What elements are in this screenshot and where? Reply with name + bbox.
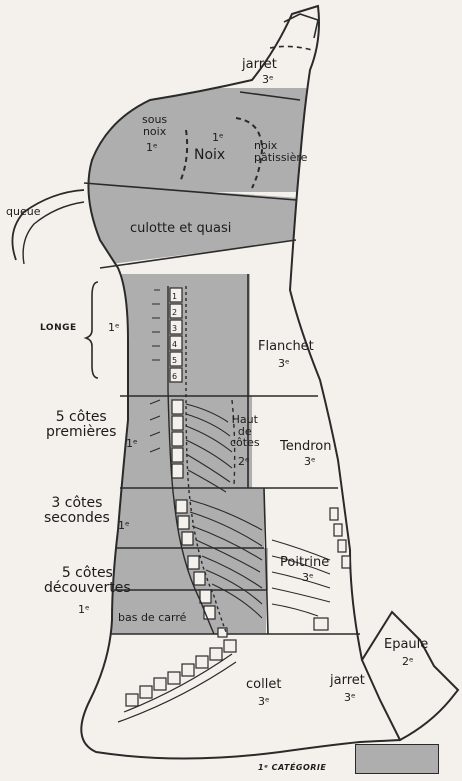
hoof-outline [284,14,318,38]
noix-category: 1ᵉ [212,132,224,144]
longe-label: LONGE [40,324,77,333]
jarret-avant-category: 3ᵉ [344,692,356,704]
vertebra-number-3: 3 [172,324,177,333]
queue-label: queue [6,206,40,218]
jarret-avant-label: jarret [330,674,365,688]
vertebra-number-2: 2 [172,308,177,317]
cotes-secondes-label: 3 côtes secondes [44,496,110,525]
sous-noix-label: sous noix [142,114,167,137]
epaule-category: 2ᵉ [402,656,414,668]
noix-patissiere-label: noix pâtissière [254,140,307,163]
cotes-decouvertes-label: 5 côtes découvertes [44,566,131,595]
vertebra-number-4: 4 [172,340,177,349]
epaule-outline [362,612,458,740]
haut-de-cotes-label: Haut de côtes [230,414,260,449]
flanchet-label: Flanchet [258,340,314,354]
bas-de-carre-label: bas de carré [118,612,186,624]
cotes-secondes-category: 1ᵉ [118,520,130,532]
culotte-label: culotte et quasi [130,222,231,236]
legend-label: 1ᵉ CATÉGORIE [258,764,326,772]
tendron-category: 3ᵉ [304,456,316,468]
collet-label: collet [246,678,281,692]
jarret-arriere-label: jarret [242,58,277,72]
noix-region [80,88,400,192]
cotes-premieres-label: 5 côtes premières [46,410,116,439]
vertebra-number-5: 5 [172,356,177,365]
hoof-dashed [270,46,312,50]
jarret-arriere-category: 3ᵉ [262,74,274,86]
epaule-label: Epaule [384,638,428,652]
collet-category: 3ᵉ [258,696,270,708]
vertebra-number-1: 1 [172,292,177,301]
cotes-decouvertes-category: 1ᵉ [78,604,90,616]
tendron-label: Tendron [280,440,331,454]
collet-ribs [118,640,236,722]
sous-noix-category: 1ᵉ [146,142,158,154]
vertebra-number-6: 6 [172,372,177,381]
cotes-premieres-category: 1ᵉ [126,438,138,450]
poitrine-label: Poitrine [280,556,329,570]
noix-label: Noix [194,148,225,163]
longe-bracket [86,282,98,378]
poitrine-category: 3ᵉ [302,572,314,584]
longe-category: 1ᵉ [108,322,120,334]
legend-swatch [355,744,439,774]
flanchet-category: 3ᵉ [278,358,290,370]
haut-de-cotes-category: 2ᵉ [238,456,250,468]
